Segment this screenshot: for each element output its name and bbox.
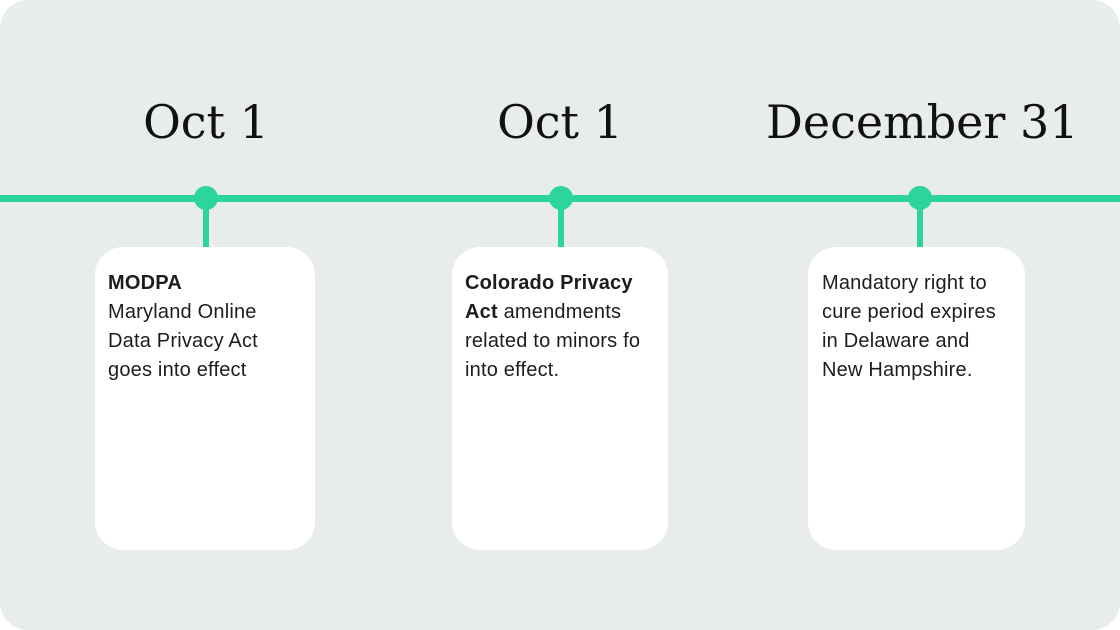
timeline-dot-icon [549,186,573,210]
card-title: Colorado Privacy Act [465,272,633,323]
card-body: Maryland Online Data Privacy Act goes in… [108,301,258,381]
card-text: MODPA Maryland Online Data Privacy Act go… [108,269,287,385]
timeline-date: Oct 1 [143,95,269,149]
card-title: MODPA [108,272,182,294]
timeline-card: Colorado Privacy Act amendments related … [452,247,668,550]
card-text: Mandatory right to cure period expires i… [822,269,1001,385]
timeline-date: December 31 [766,95,1079,149]
timeline-date: Oct 1 [497,95,623,149]
card-text: Colorado Privacy Act amendments related … [465,269,644,385]
timeline-connector [203,198,209,250]
timeline-connector [558,198,564,250]
timeline-card: Mandatory right to cure period expires i… [808,247,1025,550]
card-body: Mandatory right to cure period expires i… [822,272,996,381]
timeline-card: MODPA Maryland Online Data Privacy Act go… [95,247,315,550]
card-body: amendments related to minors fo into eff… [465,301,641,381]
timeline-connector [917,198,923,250]
timeline-dot-icon [908,186,932,210]
timeline-dot-icon [194,186,218,210]
